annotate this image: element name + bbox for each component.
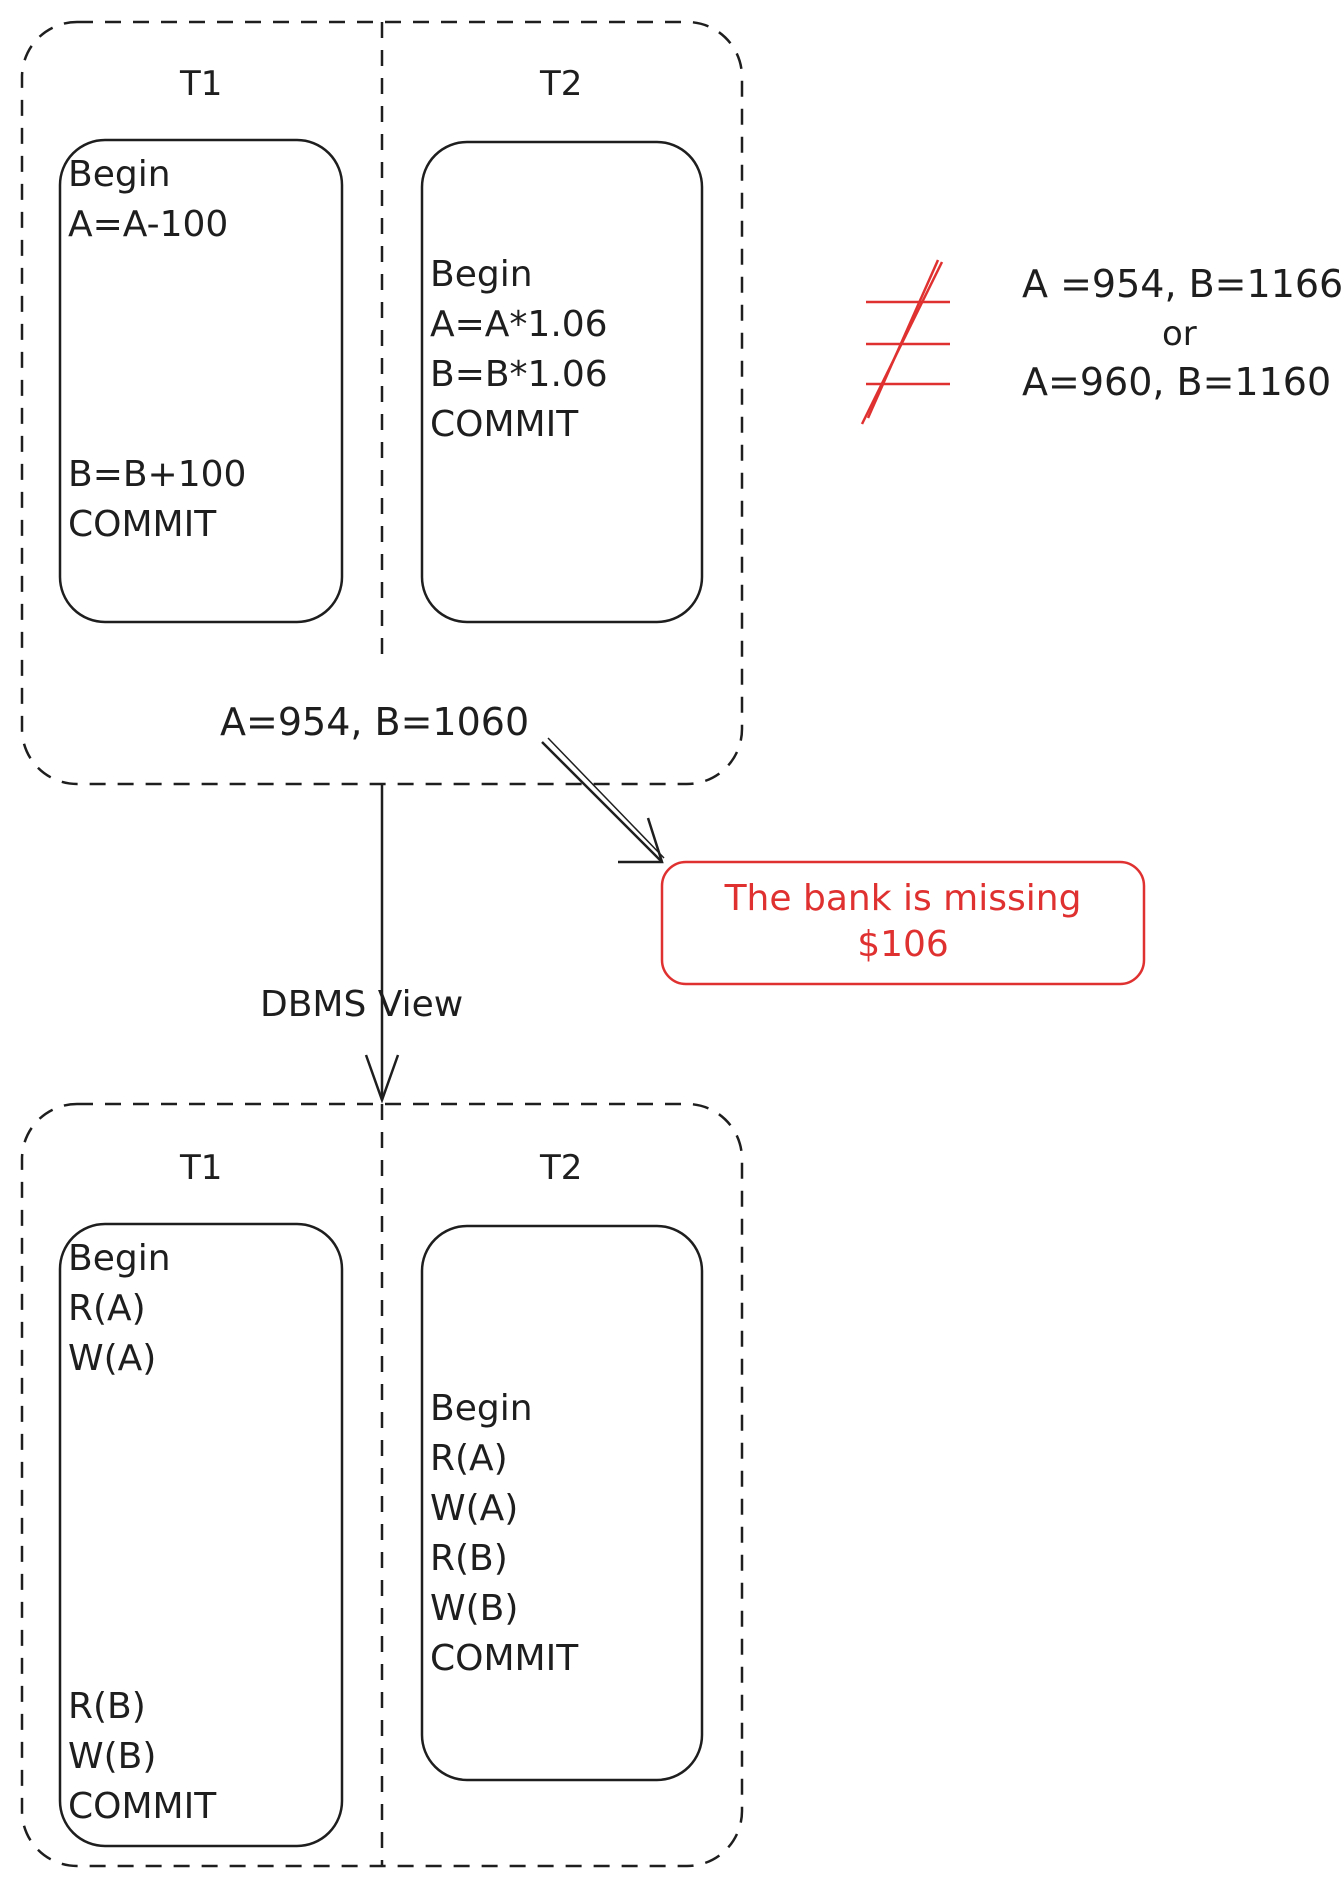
- statement: B=B+100: [68, 454, 247, 495]
- expected-or: or: [1162, 314, 1197, 354]
- warning-text: The bank is missing $106: [662, 876, 1144, 968]
- statement: A=A*1.06: [430, 304, 608, 345]
- statement: W(A): [68, 1338, 157, 1379]
- statement: Begin: [430, 254, 533, 295]
- not-equal-icon: [860, 259, 950, 425]
- statement: COMMIT: [68, 504, 217, 545]
- statement: R(A): [430, 1438, 508, 1479]
- statement: W(B): [430, 1588, 519, 1629]
- warning-arrow-shaft: [541, 741, 663, 863]
- bottom-t1-upper-statements: Begin R(A) W(A): [68, 1234, 171, 1384]
- dbms-view-arrow-head: [364, 1054, 400, 1104]
- statement: R(B): [430, 1538, 508, 1579]
- statement: Begin: [430, 1388, 533, 1429]
- statement: COMMIT: [430, 404, 579, 445]
- warning-arrow-head: [618, 817, 664, 864]
- top-t2-box: [420, 140, 704, 624]
- statement: R(A): [68, 1288, 146, 1329]
- statement: A=A-100: [68, 204, 229, 245]
- top-t1-upper-statements: Begin A=A-100: [68, 150, 228, 250]
- top-t2-label: T2: [540, 64, 583, 104]
- top-result: A=954, B=1060: [220, 700, 530, 744]
- warning-line-1: The bank is missing: [724, 878, 1082, 919]
- statement: COMMIT: [430, 1638, 579, 1679]
- bottom-t2-label: T2: [540, 1148, 583, 1188]
- statement: B=B*1.06: [430, 354, 608, 395]
- expected-result-1: A =954, B=1166: [1022, 262, 1342, 306]
- dbms-view-label: DBMS View: [260, 984, 464, 1025]
- statement: W(A): [430, 1488, 519, 1529]
- top-t1-label: T1: [180, 64, 223, 104]
- statement: COMMIT: [68, 1786, 217, 1827]
- statement: W(B): [68, 1736, 157, 1777]
- statement: Begin: [68, 1238, 171, 1279]
- bottom-t2-box: [420, 1224, 704, 1782]
- top-t1-lower-statements: B=B+100 COMMIT: [68, 450, 246, 550]
- bottom-t1-lower-statements: R(B) W(B) COMMIT: [68, 1682, 216, 1832]
- top-t1-box: [58, 138, 344, 624]
- statement: R(B): [68, 1686, 146, 1727]
- warning-box: [660, 860, 1146, 986]
- statement: Begin: [68, 154, 171, 195]
- expected-result-2: A=960, B=1160: [1022, 360, 1332, 404]
- warning-line-2: $106: [857, 924, 949, 965]
- bottom-t1-label: T1: [180, 1148, 223, 1188]
- bottom-t2-statements: Begin R(A) W(A) R(B) W(B) COMMIT: [430, 1384, 578, 1684]
- bottom-t1-box: [58, 1222, 344, 1848]
- top-t2-statements: Begin A=A*1.06 B=B*1.06 COMMIT: [430, 250, 608, 450]
